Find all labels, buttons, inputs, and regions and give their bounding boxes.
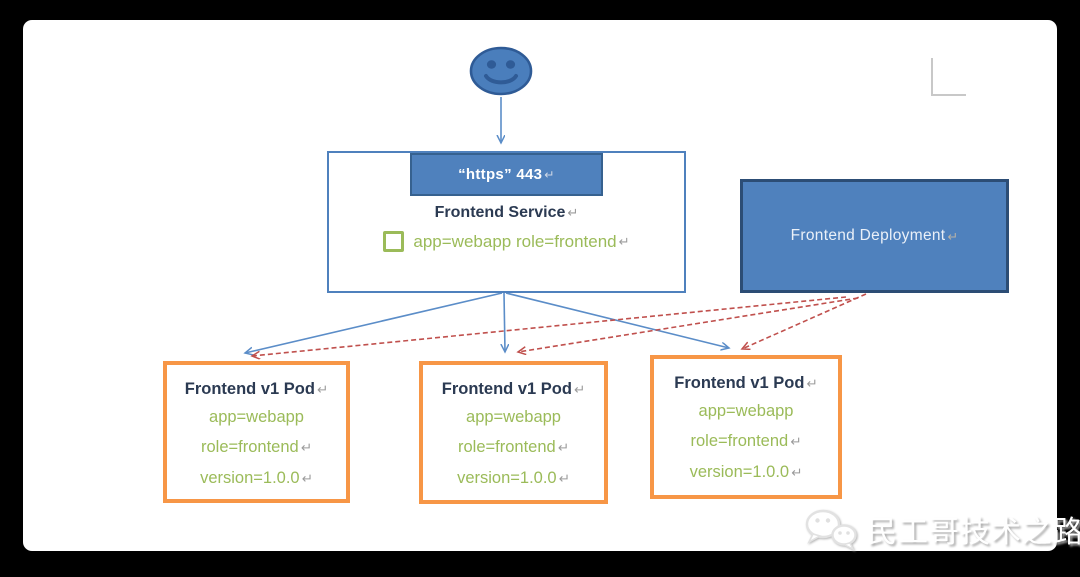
return-mark: ↵	[618, 233, 630, 249]
service-port-label: “https” 443	[458, 166, 543, 183]
pod-label-version: version=1.0.0↵	[457, 469, 570, 487]
green-checkbox-icon	[383, 231, 405, 252]
frontend-pod-box-3: Frontend v1 Pod↵ app=webapp role=fronten…	[650, 355, 842, 499]
smiley-face-icon	[469, 46, 533, 97]
return-mark: ↵	[316, 382, 329, 397]
pod-label-app: app=webapp	[209, 408, 304, 426]
pod-label-role: role=frontend↵	[200, 438, 313, 456]
service-selector-label: app=webapp role=frontend	[413, 231, 617, 251]
watermark: 民工哥技术之路	[803, 507, 1080, 551]
pod-label-version: version=1.0.0↵	[200, 469, 313, 487]
deployment-title: Frontend Deployment	[790, 227, 946, 244]
pod-label-role: role=frontend↵	[457, 438, 570, 456]
watermark-text: 民工哥技术之路	[867, 516, 1080, 549]
return-mark: ↵	[947, 228, 959, 244]
pod-title: Frontend v1 Pod↵	[674, 374, 818, 392]
return-mark: ↵	[806, 376, 818, 391]
return-mark: ↵	[544, 167, 555, 182]
return-mark: ↵	[791, 465, 803, 480]
frontend-deployment-box: Frontend Deployment↵	[740, 179, 1009, 293]
service-selector-row: app=webapp role=frontend↵	[329, 231, 684, 252]
pod-label-app: app=webapp	[698, 402, 794, 420]
pod-title: Frontend v1 Pod↵	[441, 380, 586, 398]
service-title: Frontend Service↵	[434, 204, 579, 221]
wechat-logo-icon	[805, 509, 857, 551]
return-mark: ↵	[790, 434, 802, 449]
return-mark: ↵	[573, 382, 586, 397]
frontend-pod-box-1: Frontend v1 Pod↵ app=webapp role=fronten…	[163, 361, 350, 503]
return-mark: ↵	[558, 471, 570, 486]
frontend-pod-box-2: Frontend v1 Pod↵ app=webapp role=fronten…	[419, 361, 608, 504]
pod-title: Frontend v1 Pod↵	[184, 380, 329, 398]
pod-label-version: version=1.0.0↵	[689, 463, 803, 481]
return-mark: ↵	[557, 440, 570, 455]
pod-label-role: role=frontend↵	[690, 432, 802, 450]
pod-label-app: app=webapp	[466, 408, 561, 426]
return-mark: ↵	[300, 440, 313, 455]
service-port-chip: “https” 443↵	[410, 153, 603, 196]
frontend-service-box: “https” 443↵ Frontend Service↵ app=webap…	[327, 151, 686, 293]
return-mark: ↵	[567, 205, 579, 220]
return-mark: ↵	[301, 471, 313, 486]
